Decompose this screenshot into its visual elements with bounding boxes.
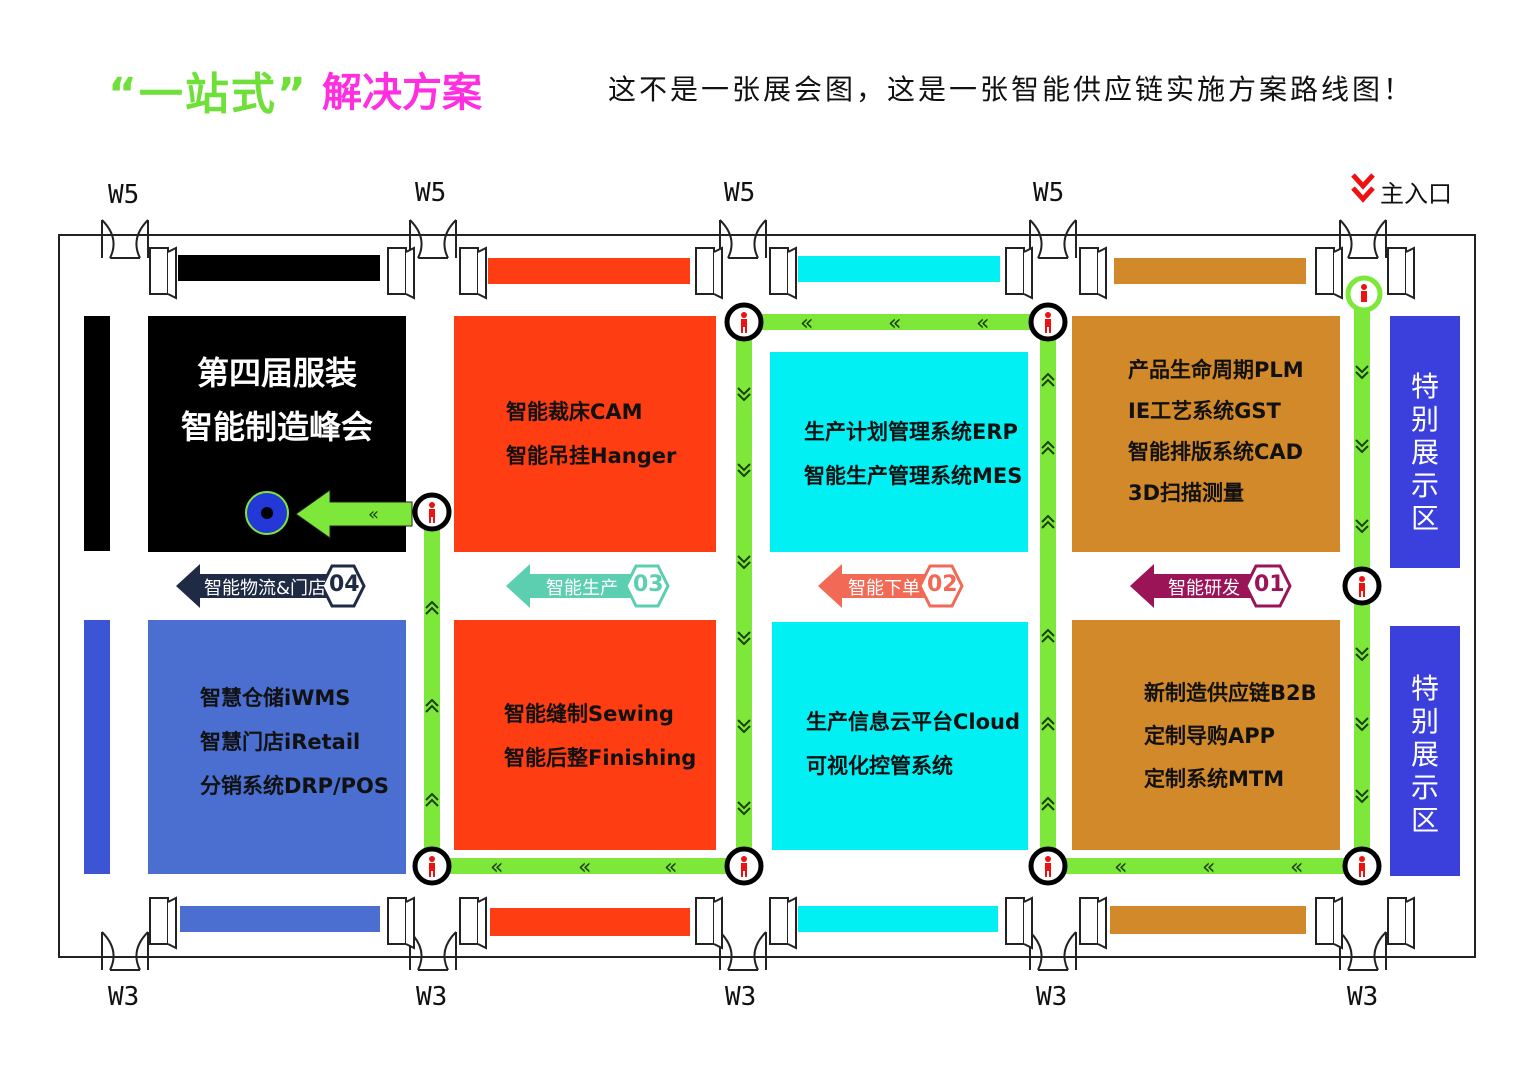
booth-cloud[interactable]: 生产信息云平台Cloud 可视化控管系统 xyxy=(772,622,1028,850)
cutting-line2: 智能吊挂Hanger xyxy=(506,444,677,468)
cutting-line1: 智能裁床CAM xyxy=(506,400,643,424)
title-one-stop: “一站式” xyxy=(108,69,308,120)
zone-num-03: 03 xyxy=(633,572,664,597)
booth-b2b[interactable]: 新制造供应链B2B 定制导购APP 定制系统MTM xyxy=(1072,620,1340,850)
bar-left-blue xyxy=(84,620,110,874)
gate-top-4: W5 xyxy=(1033,178,1065,208)
erp-line2: 智能生产管理系统MES xyxy=(804,464,1023,488)
cloud-line2: 可视化控管系统 xyxy=(806,754,953,778)
chevron-down-icon xyxy=(1350,172,1376,210)
zone-label-02: 智能下单 xyxy=(848,578,920,599)
svg-text:«: « xyxy=(578,855,591,880)
target-icon xyxy=(245,491,289,535)
special-bottom-label: 特别展示区 xyxy=(1411,672,1440,837)
booth-erp[interactable]: 生产计划管理系统ERP 智能生产管理系统MES xyxy=(770,352,1028,552)
gate-bottom-5: W3 xyxy=(1347,982,1379,1012)
strip-bottom-red xyxy=(490,908,690,936)
zone-label-01: 智能研发 xyxy=(1168,578,1240,599)
strip-bottom-blue xyxy=(180,906,380,932)
booth-warehouse[interactable]: 智慧仓储iWMS 智慧门店iRetail 分销系统DRP/POS xyxy=(148,620,406,874)
zone-num-02: 02 xyxy=(927,572,958,597)
main-entrance-label: 主入口 xyxy=(1380,180,1452,208)
svg-text:«: « xyxy=(888,311,901,336)
gate-bottom-2: W3 xyxy=(416,982,448,1012)
booth-cutting[interactable]: 智能裁床CAM 智能吊挂Hanger xyxy=(454,316,716,552)
gate-top-3: W5 xyxy=(724,178,756,208)
zone-marker-03[interactable]: 智能生产 03 xyxy=(506,562,670,610)
svg-text:«: « xyxy=(490,855,503,880)
strip-top-red xyxy=(488,258,690,284)
strip-top-black xyxy=(178,255,380,281)
booth-special-bottom[interactable]: 特别展示区 xyxy=(1390,626,1460,876)
special-top-label: 特别展示区 xyxy=(1411,370,1440,535)
b2b-line3: 定制系统MTM xyxy=(1144,767,1285,791)
zone-label-04: 智能物流&门店 xyxy=(204,578,327,599)
warehouse-line1: 智慧仓储iWMS xyxy=(200,686,351,710)
zone-marker-02[interactable]: 智能下单 02 xyxy=(818,562,964,610)
gate-bottom-4: W3 xyxy=(1036,982,1068,1012)
plm-line4: 3D扫描测量 xyxy=(1128,481,1245,505)
svg-text:«: « xyxy=(1290,855,1303,880)
svg-text:«: « xyxy=(800,311,813,336)
b2b-line1: 新制造供应链B2B xyxy=(1144,681,1317,705)
plm-line2: IE工艺系统GST xyxy=(1128,399,1281,423)
zone-marker-01[interactable]: 智能研发 01 xyxy=(1130,562,1292,610)
svg-text:«: « xyxy=(1114,855,1127,880)
svg-text:«: « xyxy=(976,311,989,336)
strip-top-brown xyxy=(1114,258,1306,284)
bar-left-black xyxy=(84,316,110,551)
sewing-line1: 智能缝制Sewing xyxy=(504,702,674,726)
strip-bottom-brown xyxy=(1110,906,1306,934)
gate-bottom-1: W3 xyxy=(108,982,140,1012)
gate-top-2: W5 xyxy=(415,178,447,208)
booth-plm[interactable]: 产品生命周期PLM IE工艺系统GST 智能排版系统CAD 3D扫描测量 xyxy=(1072,316,1340,552)
warehouse-line2: 智慧门店iRetail xyxy=(200,730,361,754)
sewing-line2: 智能后整Finishing xyxy=(504,746,697,770)
title-solution: 解决方案 xyxy=(322,70,482,116)
summit-title-line2: 智能制造峰会 xyxy=(180,408,373,446)
zone-num-01: 01 xyxy=(1254,572,1285,597)
svg-text:«: « xyxy=(368,504,379,525)
zone-label-03: 智能生产 xyxy=(546,578,618,599)
plm-line3: 智能排版系统CAD xyxy=(1128,440,1304,464)
hall-outline xyxy=(58,234,1476,958)
erp-line1: 生产计划管理系统ERP xyxy=(804,420,1018,444)
booth-special-top[interactable]: 特别展示区 xyxy=(1390,316,1460,568)
plm-line1: 产品生命周期PLM xyxy=(1128,358,1304,382)
zone-num-04: 04 xyxy=(329,572,360,597)
subtitle: 这不是一张展会图，这是一张智能供应链实施方案路线图！ xyxy=(608,73,1415,106)
svg-text:«: « xyxy=(1202,855,1215,880)
gate-bottom-3: W3 xyxy=(725,982,757,1012)
zone-marker-04[interactable]: 智能物流&门店 04 xyxy=(176,562,366,610)
gate-top-1: W5 xyxy=(108,180,140,210)
svg-text:«: « xyxy=(664,855,677,880)
warehouse-line3: 分销系统DRP/POS xyxy=(200,774,390,798)
summit-title-line1: 第四届服装 xyxy=(196,354,357,392)
strip-bottom-cyan xyxy=(798,906,998,932)
b2b-line2: 定制导购APP xyxy=(1144,724,1276,748)
booth-sewing[interactable]: 智能缝制Sewing 智能后整Finishing xyxy=(454,620,716,850)
strip-top-cyan xyxy=(798,256,1000,282)
cloud-line1: 生产信息云平台Cloud xyxy=(806,710,1021,734)
